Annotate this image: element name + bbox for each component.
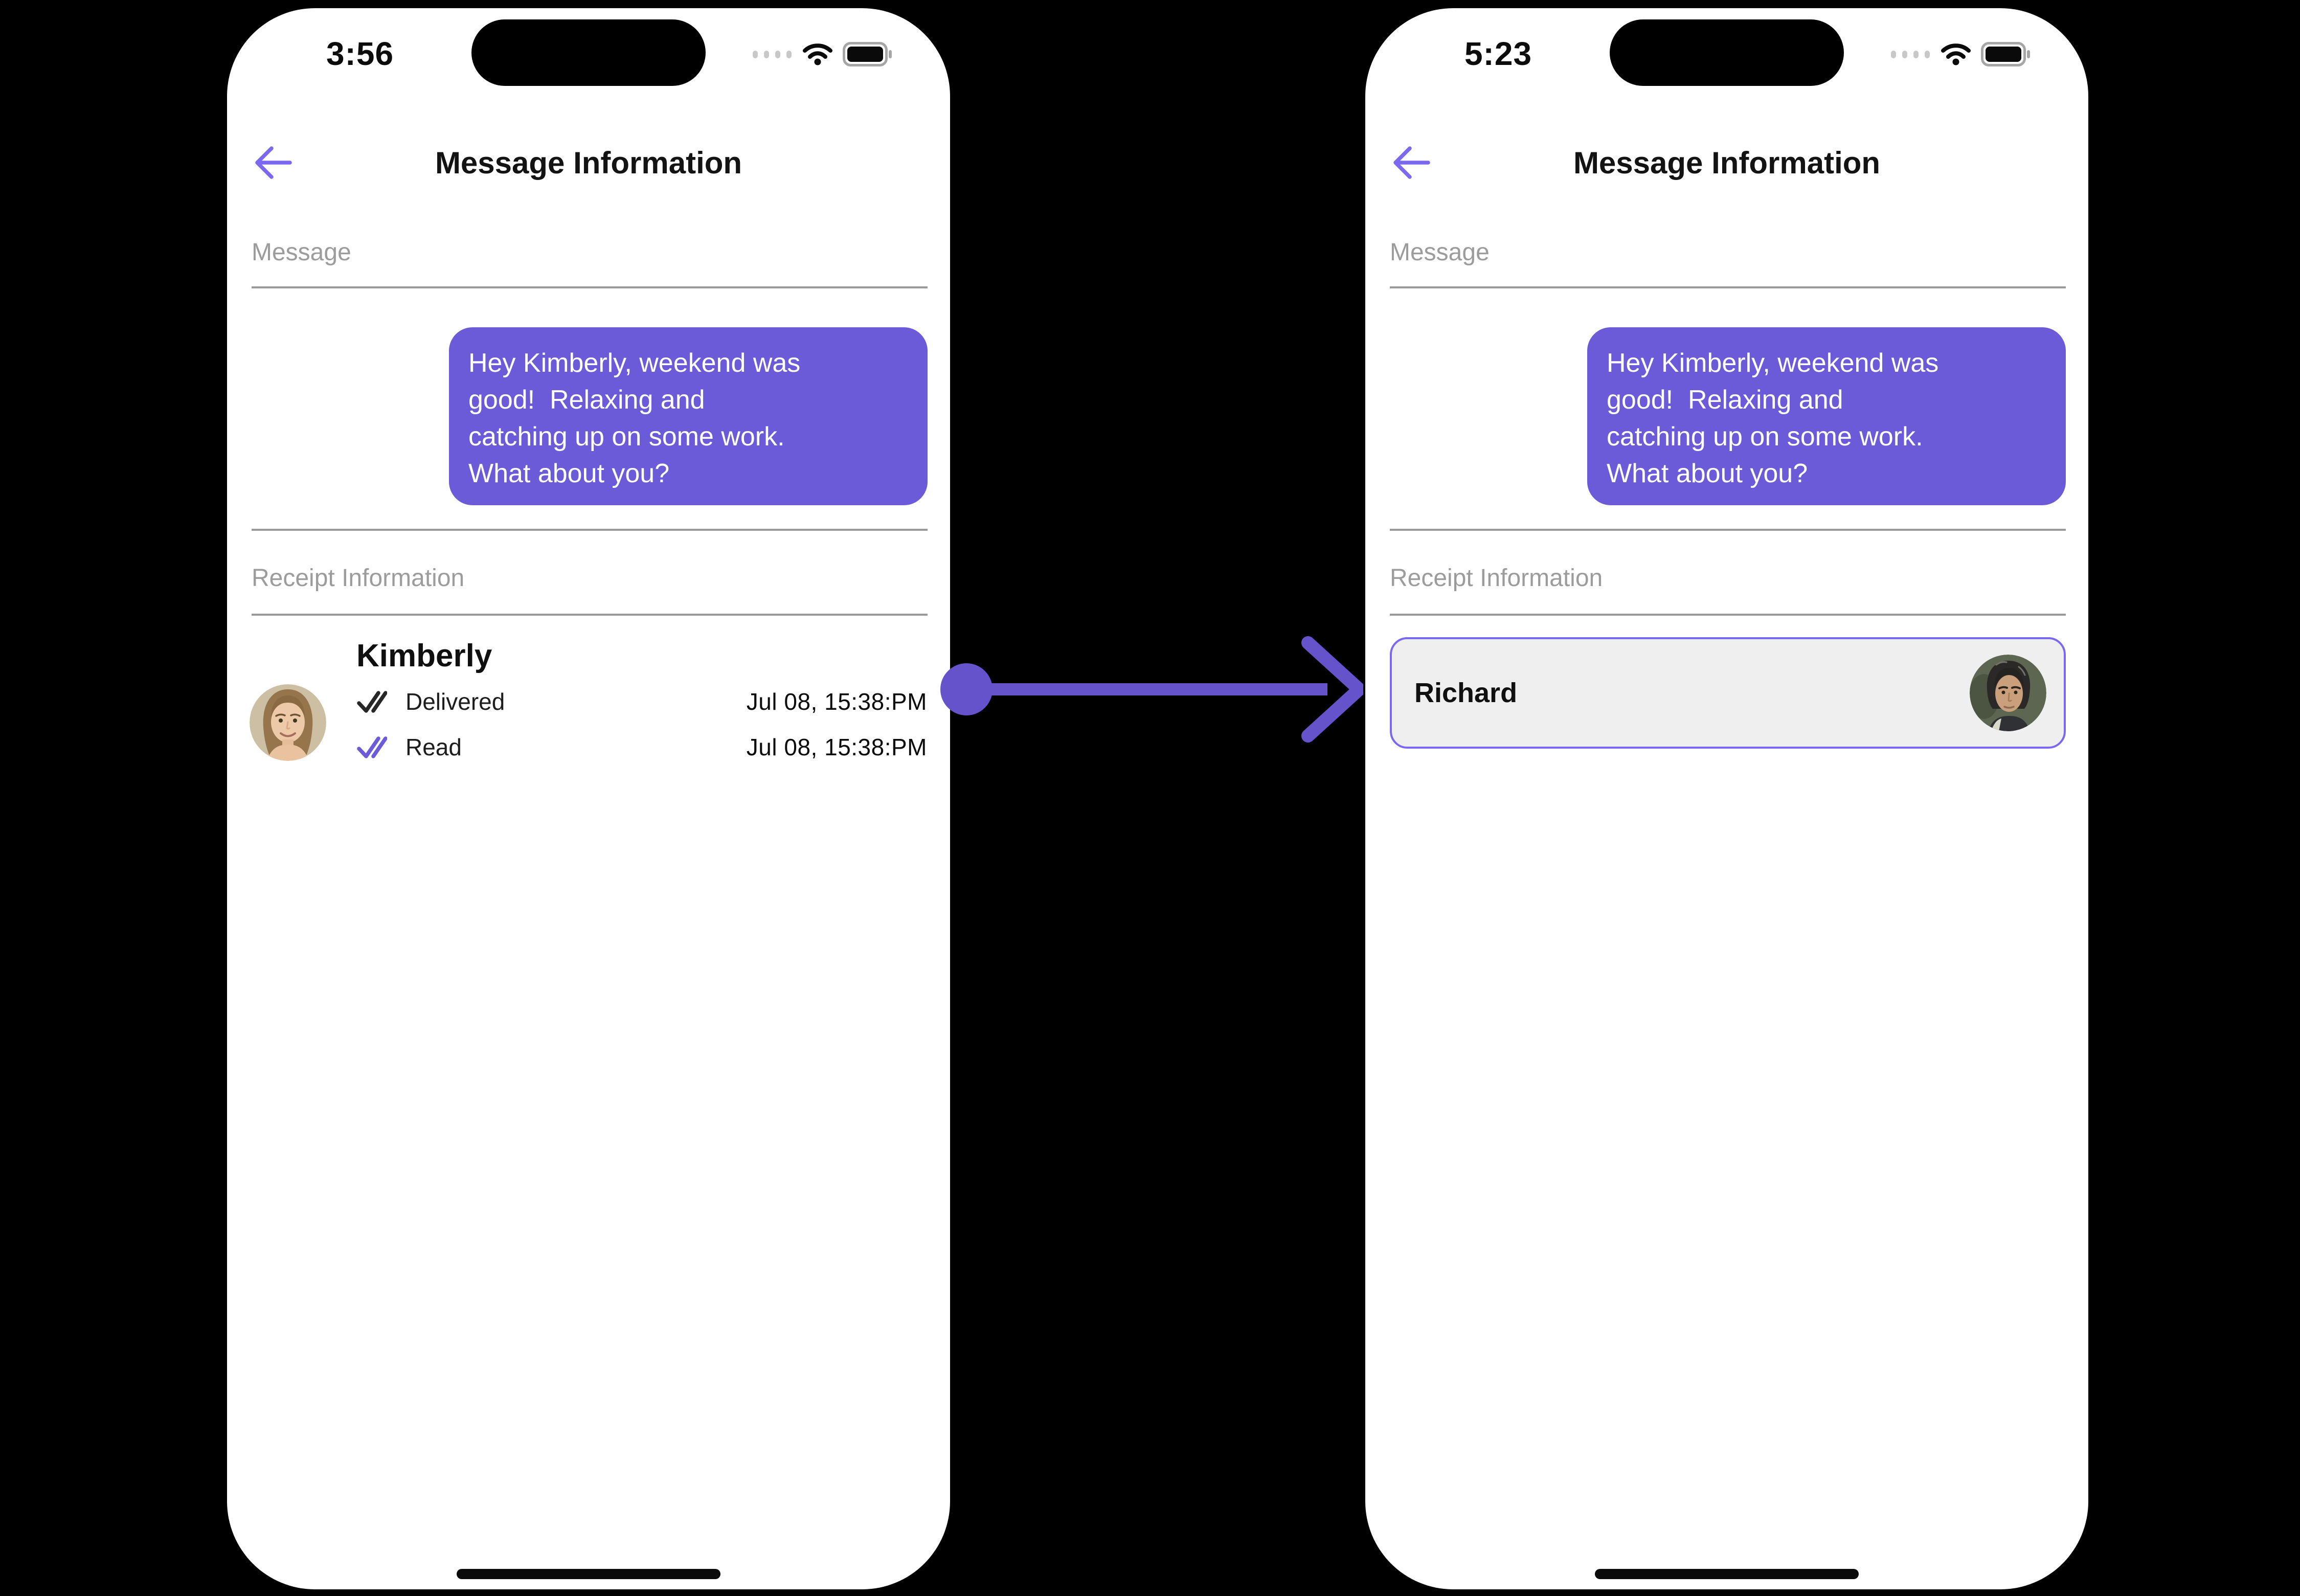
contact-avatar [250, 684, 326, 761]
delivered-label: Delivered [405, 688, 505, 715]
status-bar-time: 3:56 [326, 35, 394, 72]
delivered-check-icon [357, 691, 387, 713]
status-bar-icons [753, 38, 893, 71]
status-bar-icons [1891, 38, 2031, 71]
recipient-name: Richard [1414, 678, 1518, 708]
message-bubble: Hey Kimberly, weekend was good! Relaxing… [449, 327, 928, 505]
home-indicator[interactable] [1595, 1569, 1859, 1579]
dynamic-island [471, 19, 706, 86]
contact-name: Kimberly [356, 638, 492, 673]
receipt-section-label: Receipt Information [252, 565, 465, 592]
recipient-avatar [1970, 655, 2046, 731]
transition-arrow [940, 636, 1363, 743]
back-button[interactable] [1383, 134, 1440, 191]
divider [1390, 529, 2066, 531]
read-timestamp: Jul 08, 15:38:PM [746, 734, 927, 760]
message-section-label: Message [1390, 239, 1490, 266]
back-button[interactable] [244, 134, 302, 191]
message-bubble: Hey Kimberly, weekend was good! Relaxing… [1587, 327, 2066, 505]
receipt-section-label: Receipt Information [1390, 565, 1603, 592]
wifi-icon [803, 43, 832, 65]
divider [252, 614, 928, 616]
message-section-label: Message [252, 239, 351, 266]
back-arrow-icon [1393, 146, 1430, 179]
read-check-icon [357, 736, 387, 758]
delivered-row: Delivered Jul 08, 15:38:PM [356, 687, 927, 716]
home-indicator[interactable] [457, 1569, 720, 1579]
cellular-signal-icon [1891, 51, 1930, 58]
delivered-timestamp: Jul 08, 15:38:PM [746, 688, 927, 715]
battery-icon [843, 42, 892, 66]
battery-icon [1981, 42, 2030, 66]
page-title: Message Information [435, 146, 742, 180]
divider [1390, 614, 2066, 616]
divider [252, 286, 928, 288]
phone-right: 5:23 Message Information Message Hey Kim… [1365, 8, 2088, 1589]
read-row: Read Jul 08, 15:38:PM [356, 733, 927, 761]
read-label: Read [405, 734, 462, 760]
status-bar-time: 5:23 [1464, 35, 1532, 72]
back-arrow-icon [255, 146, 292, 179]
dynamic-island [1610, 19, 1844, 86]
phone-left: 3:56 Message Information Message Hey Kim… [227, 8, 950, 1589]
wifi-icon [1941, 43, 1971, 65]
divider [1390, 286, 2066, 288]
recipient-row[interactable]: Richard [1390, 637, 2066, 749]
cellular-signal-icon [753, 51, 792, 58]
divider [252, 529, 928, 531]
page-title: Message Information [1573, 146, 1881, 180]
